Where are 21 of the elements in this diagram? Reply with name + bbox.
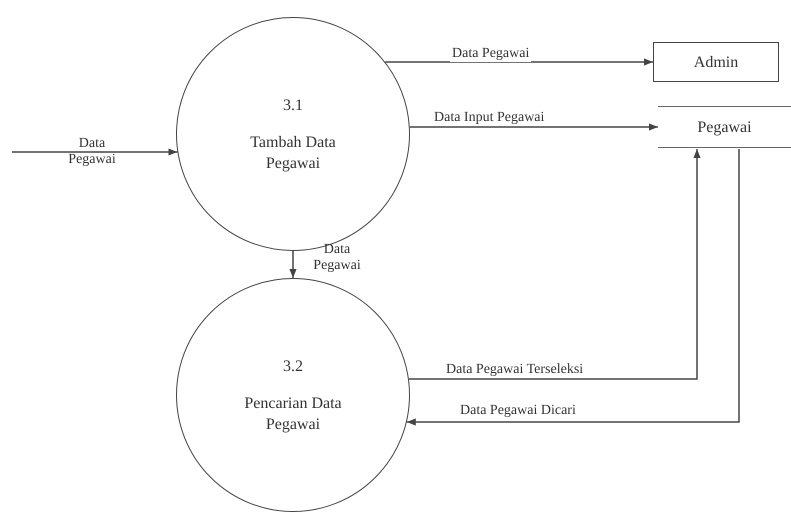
process-number: 3.2 <box>283 356 303 376</box>
edge-label: Data Input Pegawai <box>432 110 546 126</box>
process-number: 3.1 <box>283 96 303 116</box>
arrow <box>385 58 653 66</box>
entity-box <box>653 42 779 82</box>
edge-label: Data Pegawai Terseleksi <box>444 362 586 378</box>
entity-name: Admin <box>694 52 738 72</box>
edge-label: Data Pegawai <box>312 242 362 274</box>
store-name: Pegawai <box>697 118 752 138</box>
edge-label: Data Pegawai <box>67 136 117 168</box>
process-circle <box>176 278 410 512</box>
process-name: Pencarian Data Pegawai <box>243 394 343 434</box>
edge-label: Data Pegawai Dicari <box>458 403 578 419</box>
process-name: Tambah Data Pegawai <box>249 132 337 174</box>
edge-label: Data Pegawai <box>450 46 532 62</box>
arrow <box>410 123 658 131</box>
arrow <box>406 149 740 426</box>
arrow <box>12 148 178 156</box>
arrow <box>408 149 701 380</box>
data-store <box>658 106 791 148</box>
arrow <box>289 251 297 278</box>
